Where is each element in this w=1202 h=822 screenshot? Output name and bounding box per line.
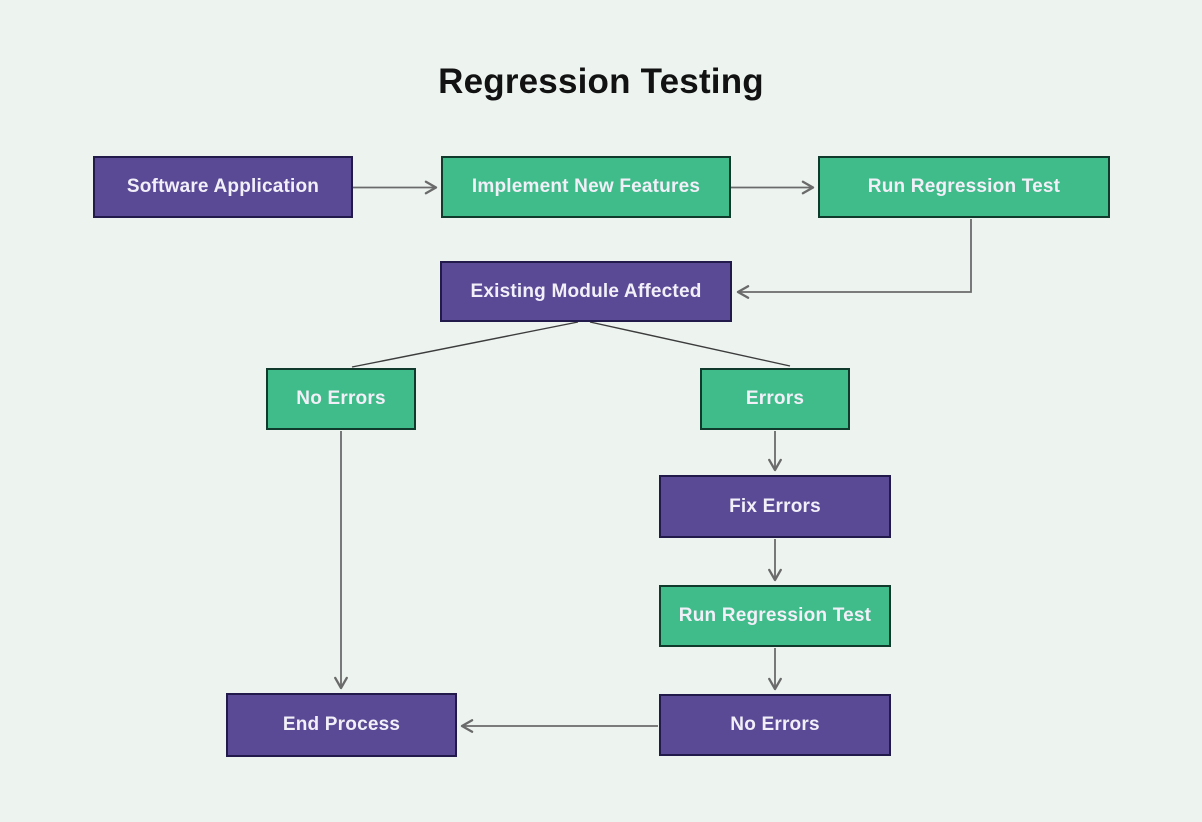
- node-label: Run Regression Test: [867, 176, 1061, 197]
- node-no-errors-1: No Errors: [266, 368, 416, 430]
- node-label: No Errors: [296, 388, 386, 409]
- node-run-regression-test-1: Run Regression Test: [818, 156, 1110, 218]
- branch-existing-module-to-errors: [589, 321, 791, 367]
- node-label: No Errors: [730, 714, 820, 735]
- node-label: Run Regression Test: [678, 605, 872, 626]
- node-fix-errors: Fix Errors: [659, 475, 891, 538]
- node-run-regression-test-2: Run Regression Test: [659, 585, 891, 647]
- node-label: Errors: [745, 388, 805, 409]
- node-end-process: End Process: [226, 693, 457, 757]
- node-label: Implement New Features: [471, 176, 701, 197]
- node-label: Software Application: [126, 176, 320, 197]
- node-errors: Errors: [700, 368, 850, 430]
- node-label: Fix Errors: [729, 495, 821, 517]
- node-existing-module-affected: Existing Module Affected: [440, 261, 732, 322]
- node-label: End Process: [282, 714, 401, 735]
- branch-existing-module-to-no-errors: [351, 321, 579, 368]
- node-no-errors-2: No Errors: [659, 694, 891, 756]
- node-software-application: Software Application: [93, 156, 353, 218]
- diagram-title: Regression Testing: [438, 62, 764, 101]
- node-implement-new-features: Implement New Features: [441, 156, 731, 218]
- arrow-run-regression-to-existing-module: [736, 219, 972, 299]
- node-label: Existing Module Affected: [470, 280, 702, 302]
